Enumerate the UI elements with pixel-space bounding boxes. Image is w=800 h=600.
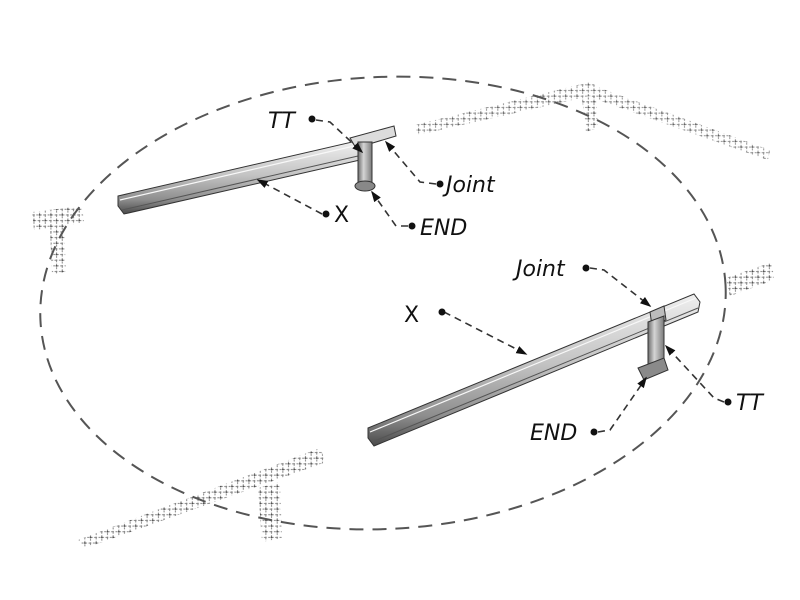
leaders-lower	[443, 267, 725, 433]
label-joint-lower: Joint	[512, 257, 566, 282]
lattice-truss-top-right	[415, 82, 770, 160]
lattice-truss-bottom-left	[78, 448, 326, 548]
leader-dots-lower	[438, 264, 732, 436]
leader-x-lower	[443, 311, 528, 355]
leader-x-upper	[256, 179, 323, 215]
leader-tt-upper	[315, 119, 364, 154]
leader-tt-lower	[664, 344, 725, 403]
label-tt-upper: TT	[268, 109, 296, 134]
boundary-ellipse	[39, 75, 727, 531]
label-tt-lower: TT	[736, 391, 764, 416]
label-joint-upper: Joint	[442, 173, 496, 198]
post-upper	[357, 141, 373, 185]
end-foot-lower	[637, 357, 669, 381]
lattice-truss-left	[32, 206, 84, 274]
lattice-truss-right	[726, 262, 774, 296]
leader-dots-upper	[308, 115, 444, 230]
end-foot-upper	[354, 180, 376, 192]
label-x-lower: X	[404, 303, 419, 328]
leader-joint-upper	[384, 140, 437, 185]
leader-end-lower	[597, 376, 647, 433]
leader-joint-lower	[589, 267, 652, 307]
label-end-lower: END	[530, 421, 577, 446]
beam-x-lower	[367, 293, 701, 447]
label-x-upper: X	[334, 203, 349, 228]
leaders-upper	[256, 119, 437, 227]
beam-assembly-upper	[117, 125, 397, 215]
label-end-upper: END	[420, 216, 467, 241]
leader-end-upper	[371, 190, 408, 227]
beam-assembly-lower	[367, 293, 701, 447]
